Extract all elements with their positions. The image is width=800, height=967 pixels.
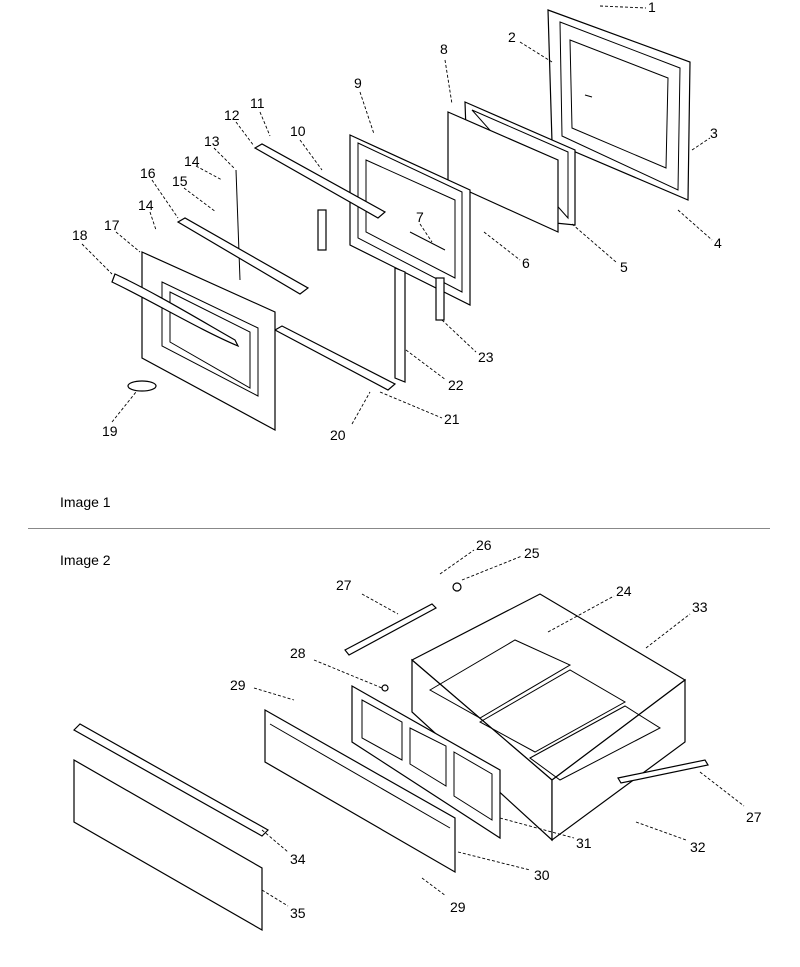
callout-6: 6 — [522, 255, 530, 271]
door-inner-panel — [349, 134, 471, 306]
image-2-caption: Image 2 — [60, 552, 111, 568]
callout-25: 25 — [524, 545, 540, 561]
callout-24: 24 — [616, 583, 632, 599]
callout-1: 1 — [648, 0, 656, 15]
door-bottom-channel — [273, 325, 397, 391]
callout-4: 4 — [714, 235, 722, 251]
callout-9: 9 — [354, 75, 362, 91]
callout-23: 23 — [478, 349, 494, 365]
callout-2: 2 — [508, 29, 516, 45]
glass-panel — [447, 111, 559, 233]
door-handle — [111, 273, 240, 348]
callout-14a: 14 — [184, 153, 200, 169]
callout-19: 19 — [102, 423, 118, 439]
image-1-caption: Image 1 — [60, 494, 111, 510]
callout-13: 13 — [204, 133, 220, 149]
callout-11: 11 — [250, 95, 265, 111]
callout-21: 21 — [444, 411, 460, 427]
door-top-channel — [176, 217, 310, 295]
callout-7: 7 — [416, 209, 424, 225]
drawer-body — [410, 593, 687, 842]
callout-14b: 14 — [138, 197, 154, 213]
callout-labels: 1 2 3 4 5 6 7 8 9 10 11 12 13 14 14 15 1… — [72, 0, 762, 921]
callout-29b: 29 — [450, 899, 466, 915]
drawer-front-panel — [264, 708, 456, 874]
door-rod — [235, 169, 241, 281]
callout-22: 22 — [448, 377, 464, 393]
callout-35: 35 — [290, 905, 306, 921]
drawer-slide-rail-upper — [344, 603, 437, 656]
callout-12: 12 — [224, 107, 240, 123]
callout-27a: 27 — [336, 577, 352, 593]
callout-28: 28 — [290, 645, 306, 661]
fastener-25 — [452, 582, 462, 592]
drawer-trim-strip — [73, 723, 269, 837]
inner-door-frame — [547, 9, 691, 201]
callout-34: 34 — [290, 851, 306, 867]
callout-16: 16 — [140, 165, 156, 181]
callout-17: 17 — [104, 217, 120, 233]
callout-8: 8 — [440, 41, 448, 57]
callout-32: 32 — [690, 839, 706, 855]
door-hinge-right — [435, 277, 445, 321]
callout-31: 31 — [576, 835, 592, 851]
drawer-bottom-panel — [73, 758, 263, 932]
callout-5: 5 — [620, 259, 628, 275]
callout-18: 18 — [72, 227, 88, 243]
vent-trim — [253, 143, 387, 219]
callout-26: 26 — [476, 537, 492, 553]
callout-30: 30 — [534, 867, 550, 883]
callout-10: 10 — [290, 123, 306, 139]
section-divider — [28, 528, 770, 529]
callout-27b: 27 — [746, 809, 762, 825]
drawer-slide-rail-lower — [617, 759, 709, 784]
fastener-28 — [381, 684, 389, 692]
callout-20: 20 — [330, 427, 346, 443]
drawer-front-frame — [351, 684, 501, 840]
callout-3: 3 — [710, 125, 718, 141]
door-hinge-left — [317, 209, 327, 251]
door-knob — [127, 380, 157, 392]
door-side-trim — [394, 267, 406, 383]
callout-29a: 29 — [230, 677, 246, 693]
callout-15: 15 — [172, 173, 188, 189]
outer-door-panel — [141, 251, 276, 432]
callout-33: 33 — [692, 599, 708, 615]
